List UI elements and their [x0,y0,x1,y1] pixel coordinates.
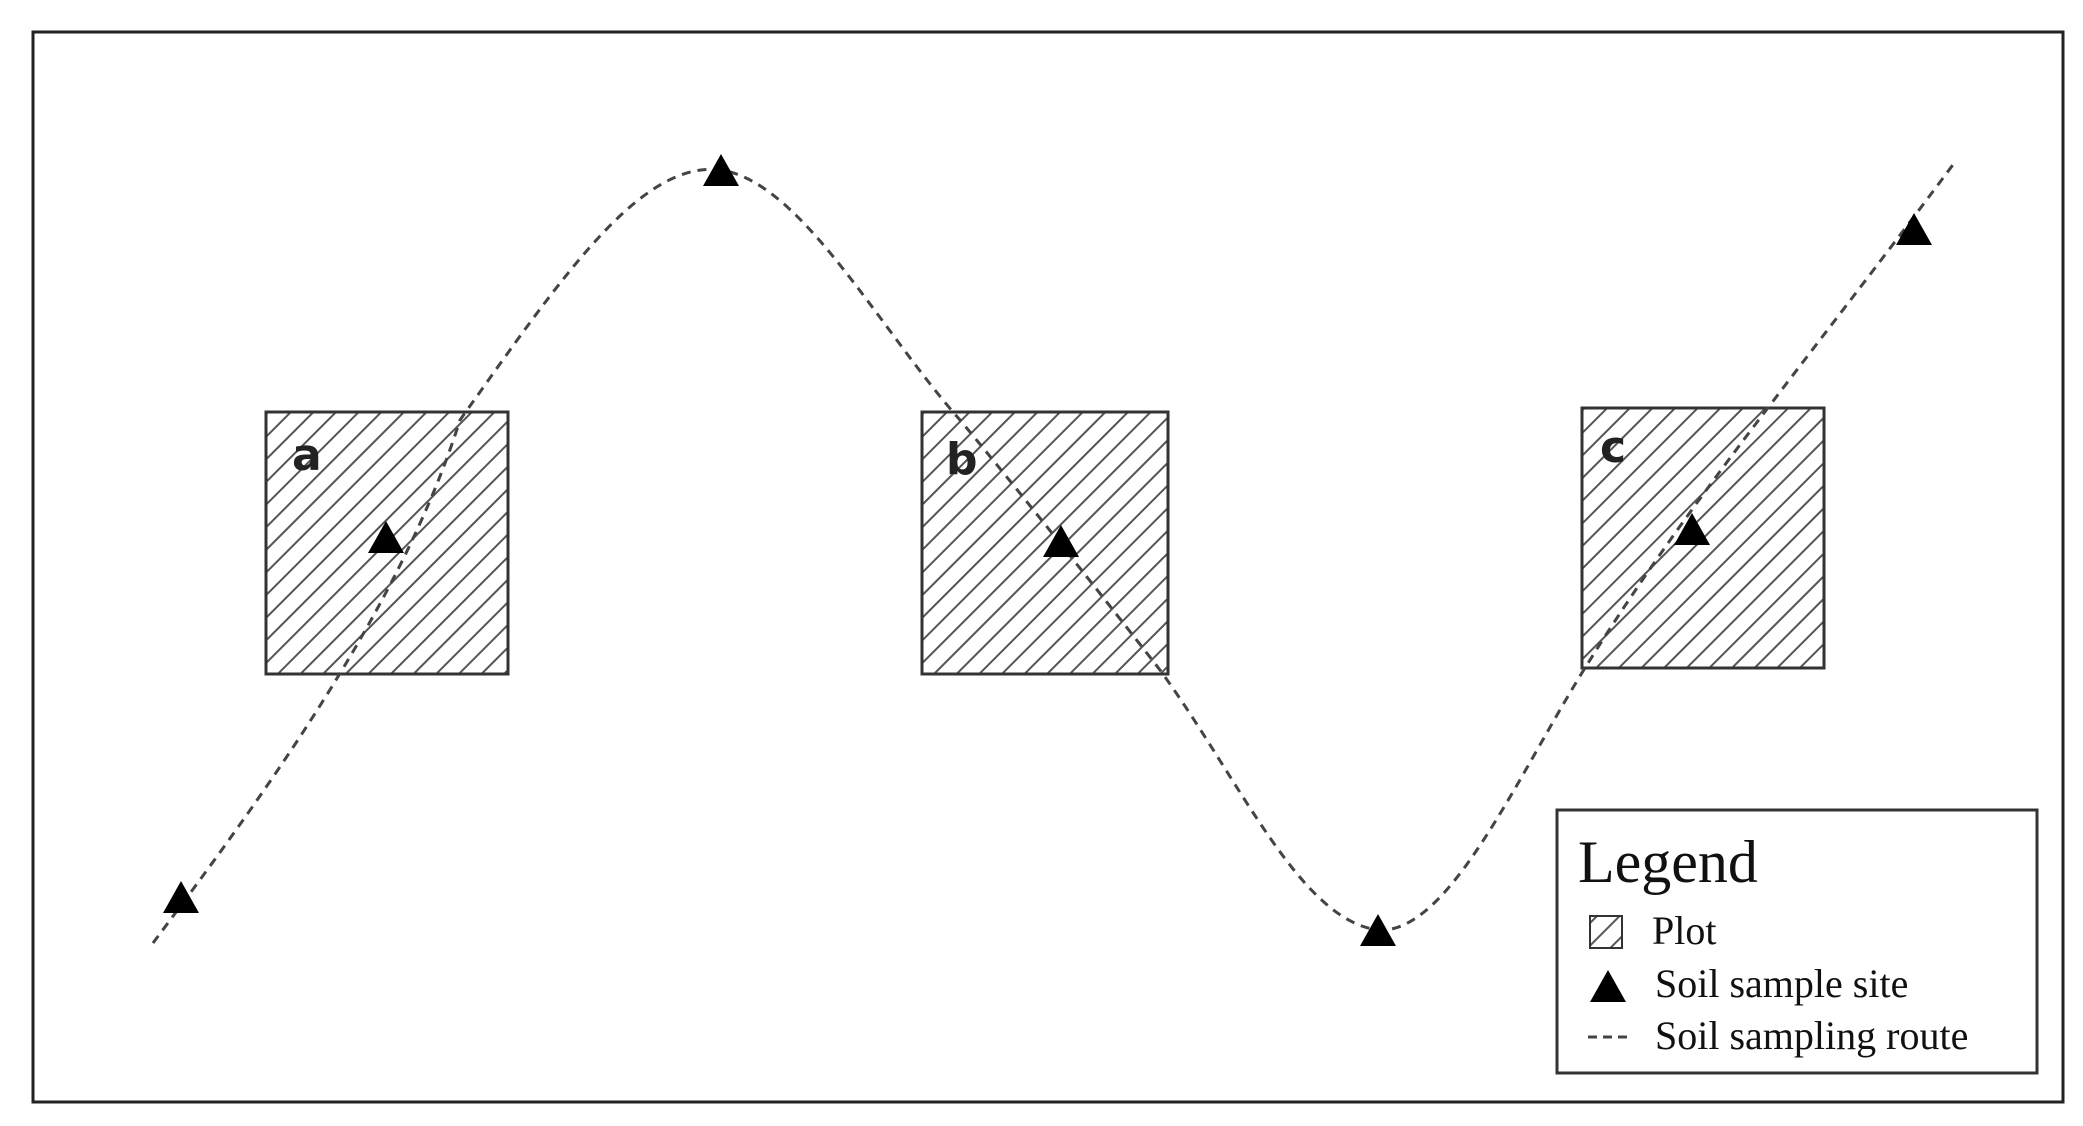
sample-site-triangle-icon [368,521,404,553]
sample-site-triangle-icon [1360,914,1396,946]
legend-box [1555,808,2039,1075]
legend-item-sample-site: Soil sample site [1655,961,1908,1006]
triangle-icon [1590,970,1626,1002]
plot-b-label: b [946,434,978,485]
sample-sites [163,154,1932,946]
soil-sampling-route [151,161,1957,944]
plot-b-square [920,410,1170,676]
plot-c-label: c [1600,422,1626,473]
legend-item-sampling-route: Soil sampling route [1655,1013,1968,1058]
sample-site-triangle-icon [163,881,199,913]
plot-a-label: a [292,430,322,481]
legend-title: Legend [1578,829,1758,895]
sample-site-triangle-icon [1896,213,1932,245]
hatched-square-icon [1589,915,1623,949]
legend-item-plot: Plot [1652,908,1716,953]
plot-b: b [920,410,1170,676]
sample-site-triangle-icon [1674,513,1710,545]
legend: Legend Plot Soil sample site Soil sampli… [1555,808,2039,1075]
sample-site-triangle-icon [1043,525,1079,557]
sample-site-triangle-icon [703,154,739,186]
